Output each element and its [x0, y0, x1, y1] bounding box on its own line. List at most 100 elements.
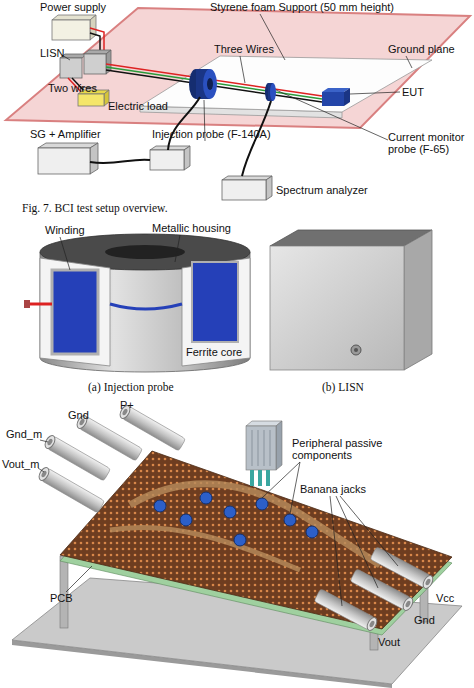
injection-probe-symbol [203, 69, 217, 99]
bottom-leader-lines [40, 440, 48, 442]
bottom-leader-lines [330, 496, 342, 606]
passive-components [154, 500, 166, 512]
part-label: Spectrum analyzer [276, 184, 368, 196]
part-label: SG + Amplifier [30, 128, 101, 140]
leader-lines [350, 92, 400, 94]
banana-jacks [41, 468, 105, 513]
coax-cables [168, 97, 200, 150]
part-label: LISN [40, 47, 64, 59]
coax-cables [90, 97, 271, 176]
electric-load-box [78, 94, 104, 106]
eut-box [344, 88, 350, 106]
supply-wires [90, 28, 104, 52]
eut-box [322, 88, 350, 106]
instrument-boxes [150, 146, 190, 150]
pin-label: P+ [120, 399, 134, 411]
bottom-leader-lines [340, 496, 398, 566]
pin-label: Vout [378, 636, 400, 648]
passive-components [256, 498, 268, 510]
instrument-boxes [38, 143, 98, 148]
banana-jacks [401, 596, 415, 612]
injection-probe-cutaway [105, 245, 185, 259]
instrument-boxes [222, 176, 272, 180]
instrument-boxes [222, 180, 266, 200]
passive-components [200, 492, 212, 504]
pcb-board [60, 451, 452, 635]
instrument-boxes [150, 150, 184, 170]
injection-probe-cutaway [192, 262, 238, 342]
banana-jacks [350, 569, 415, 612]
foam-support [140, 56, 432, 112]
part-label: Peripheral passive components [292, 437, 387, 461]
banana-jacks [405, 600, 412, 608]
banana-jacks [425, 578, 432, 586]
part-label: Banana jacks [300, 483, 366, 495]
leader-lines [240, 56, 245, 83]
pcb-board [60, 451, 452, 629]
passive-components [306, 526, 318, 538]
lisn-cube [404, 230, 432, 370]
heatsink-component [258, 470, 262, 486]
banana-jacks [421, 574, 435, 590]
banana-jacks [314, 589, 379, 632]
pcb-board [110, 527, 300, 570]
banana-jacks [314, 589, 375, 630]
banana-jacks [350, 569, 411, 610]
foam-support [140, 56, 432, 118]
three-wires [106, 70, 322, 102]
banana-jacks [37, 466, 105, 513]
coax-cables [90, 160, 150, 163]
current-probe-symbol [270, 83, 276, 101]
part-label: Ground plane [388, 43, 455, 55]
part-label: Power supply [40, 1, 106, 13]
pin-label: Gnd [68, 409, 89, 421]
banana-jacks [43, 434, 57, 450]
injection-probe-cutaway [60, 237, 70, 270]
ground-plane [6, 8, 470, 128]
power-supply-box [52, 15, 96, 40]
banana-jacks [79, 416, 143, 461]
injection-probe-cutaway [40, 258, 110, 366]
banana-jacks [37, 404, 435, 632]
current-probe-symbol [265, 83, 276, 101]
passive-components [284, 514, 296, 526]
banana-jacks [365, 616, 379, 632]
bottom-leader-lines [66, 566, 92, 592]
injection-probe-cutaway [24, 234, 250, 372]
bottom-leader-lines [336, 496, 378, 588]
part-label: Two wires [48, 82, 97, 94]
part-label: Three Wires [214, 43, 274, 55]
lisn-boxes [60, 50, 111, 78]
subfigure-caption: (a) Injection probe [88, 381, 174, 394]
instrument-boxes [38, 143, 272, 200]
lisn-cube [354, 348, 358, 352]
passive-components [180, 514, 192, 526]
part-label: Styrene foam Support (50 mm height) [210, 1, 394, 13]
pin-label: Vout_m [2, 458, 39, 470]
figure-caption: Fig. 7. BCI test setup overview. [22, 202, 168, 215]
leader-lines [406, 56, 412, 68]
three-wires [106, 67, 322, 99]
injection-probe-cutaway [24, 300, 30, 308]
instrument-boxes [90, 143, 98, 174]
part-label: Winding [45, 224, 85, 236]
injection-probe-symbol [189, 69, 217, 99]
injection-probe-cutaway [110, 304, 182, 309]
lisn-cube [270, 230, 432, 370]
lisn-boxes [84, 54, 106, 74]
heatsink-component [252, 430, 270, 466]
injection-probe-cutaway [182, 258, 250, 366]
banana-jacks [369, 620, 376, 628]
part-label: Ferrite core [186, 346, 242, 358]
passive-components [154, 492, 318, 546]
leader-lines [276, 90, 388, 140]
part-label: Current monitor probe (F-65) [388, 131, 474, 155]
lisn-boxes [60, 58, 82, 78]
pin-label: Gnd [414, 614, 435, 626]
power-supply-box [52, 20, 90, 40]
bottom-leader-lines [38, 440, 398, 606]
part-label: EUT [402, 86, 424, 98]
part-label: Injection probe (F-140A) [152, 128, 271, 140]
